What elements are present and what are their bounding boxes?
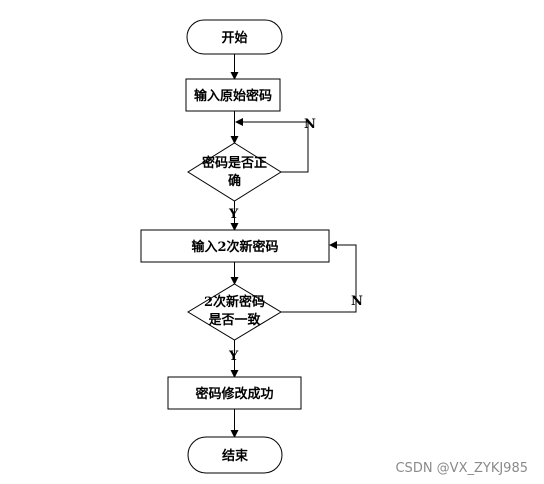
match-yes-label: Y — [228, 349, 239, 364]
password-correct-decision — [187, 142, 282, 202]
change-success-label: 密码修改成功 — [194, 386, 273, 402]
password-correct-decision-line2: 确 — [228, 173, 241, 189]
input-original-password-step — [185, 78, 281, 112]
connector-correct-no-loop — [235, 118, 309, 173]
input-original-password-label: 输入原始密码 — [194, 88, 272, 104]
correct-no-label: N — [304, 117, 316, 132]
password-match-decision-line2: 是否一致 — [207, 312, 261, 328]
csdn-watermark: CSDN @VX_ZYKJ985 — [395, 461, 528, 476]
correct-yes-label: Y — [228, 207, 239, 222]
input-new-password-step — [140, 229, 330, 263]
password-match-decision — [187, 283, 282, 341]
input-new-password-label: 输入2次新密码 — [191, 239, 278, 255]
connector-match-no-loop — [281, 241, 357, 313]
match-no-label: N — [351, 294, 363, 309]
password-correct-decision-line1: 密码是否正 — [201, 155, 267, 171]
start-label: 开始 — [221, 30, 247, 46]
end-terminator — [187, 436, 283, 474]
end-label: 结束 — [222, 448, 249, 464]
password-match-decision-line1: 2次新密码 — [204, 294, 265, 310]
